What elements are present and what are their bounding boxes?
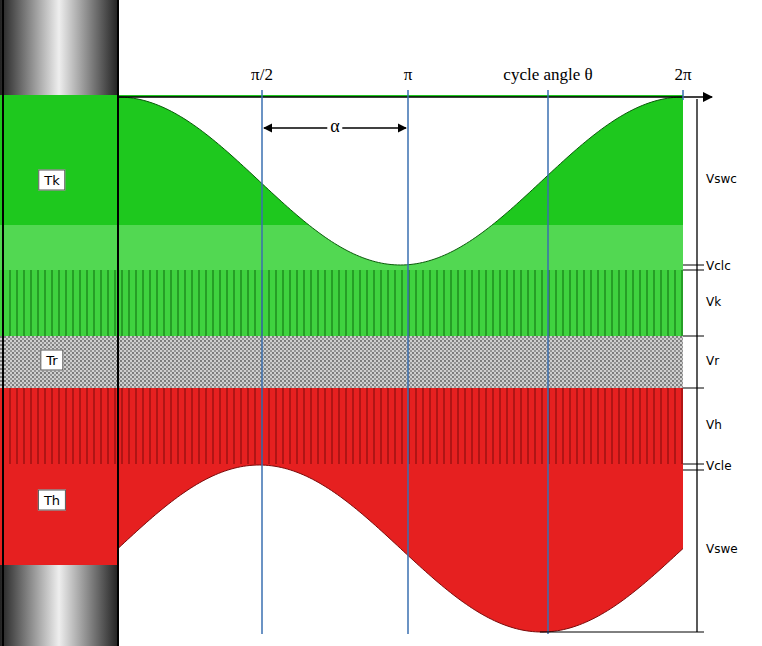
temperature-box: Th <box>38 490 66 511</box>
curve-edge <box>118 97 683 265</box>
cylinder-wall <box>2 0 4 646</box>
temperature-box: Tr <box>40 350 63 371</box>
temperature-label: Th <box>44 493 60 508</box>
piston-cap <box>0 0 118 95</box>
phase-angle: α <box>327 117 342 137</box>
volume-label: Vswc <box>706 173 737 186</box>
temperature-box: Tk <box>38 170 65 191</box>
volume-label: Vk <box>706 296 721 309</box>
heater <box>0 388 683 464</box>
temperature-label: Tr <box>46 353 57 368</box>
dimension-ticks <box>540 265 704 632</box>
axis-title: cycle angle θ <box>503 66 592 85</box>
volume-label: Vcle <box>706 460 732 473</box>
volume-label: Vclc <box>706 260 731 273</box>
phase-line <box>547 90 549 634</box>
volume-label: Vh <box>706 419 722 432</box>
angle-axis <box>118 96 712 98</box>
phase-line <box>261 90 263 634</box>
angle-mark: π/2 <box>251 66 273 85</box>
temperature-label: Tk <box>44 173 59 188</box>
piston-cap <box>0 565 118 646</box>
angle-mark: π <box>404 66 413 85</box>
regenerator <box>0 336 683 388</box>
phase-line <box>682 90 684 100</box>
angle-mark: 2π <box>674 66 691 85</box>
phase-line <box>407 90 409 634</box>
compression-volume-curve <box>118 97 683 265</box>
volume-label: Vr <box>706 355 719 368</box>
volume-label: Vswe <box>706 543 738 556</box>
curve-edge <box>118 465 683 632</box>
cooler <box>0 270 683 336</box>
expansion-volume-curve <box>118 465 683 646</box>
dimension-line <box>696 99 697 632</box>
